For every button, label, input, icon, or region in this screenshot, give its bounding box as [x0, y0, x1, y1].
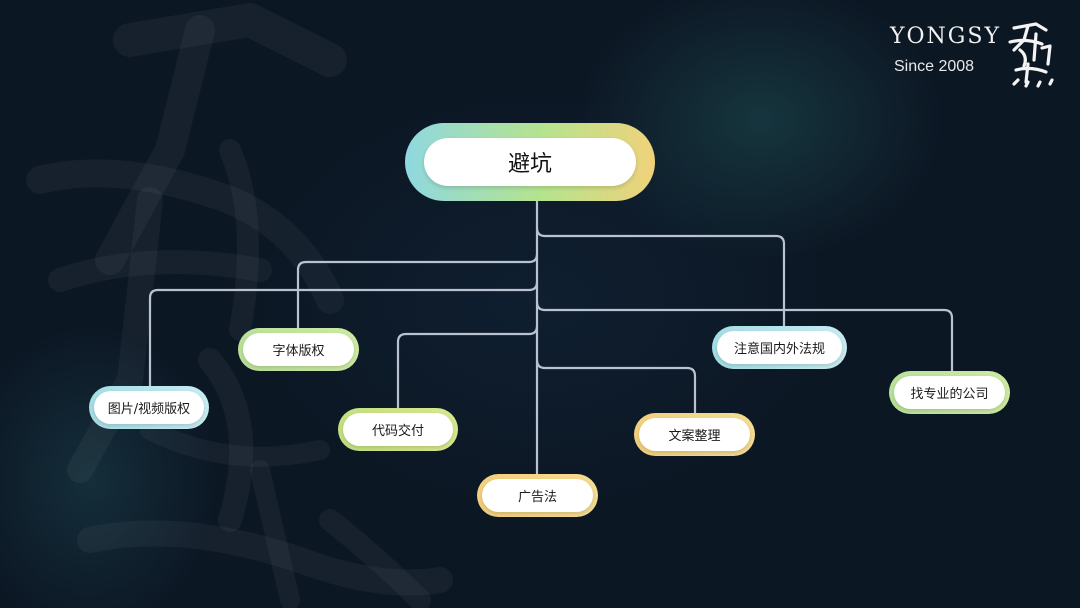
link-regulations	[535, 226, 786, 329]
node-professional-company[interactable]: 找专业的公司	[889, 371, 1010, 414]
link-professional	[535, 300, 954, 374]
node-regulations-label: 注意国内外法规	[717, 331, 842, 364]
brand-since: Since 2008	[894, 58, 975, 75]
node-code-delivery-label: 代码交付	[343, 413, 453, 446]
brand-logo: YONGSY Since 2008	[888, 20, 1068, 90]
node-image-video-copyright[interactable]: 图片/视频版权	[89, 386, 209, 429]
node-copywriting-label: 文案整理	[639, 418, 750, 451]
node-code-delivery[interactable]: 代码交付	[338, 408, 458, 451]
node-professional-company-label: 找专业的公司	[894, 376, 1005, 409]
link-image-video	[148, 280, 539, 390]
node-font-copyright[interactable]: 字体版权	[238, 328, 359, 371]
root-node[interactable]: 避坑	[405, 123, 655, 201]
root-node-label: 避坑	[424, 138, 636, 186]
link-font	[296, 252, 539, 332]
node-copywriting[interactable]: 文案整理	[634, 413, 755, 456]
link-copywriting	[535, 358, 697, 417]
calligraphy-seal-icon	[1008, 22, 1054, 88]
node-advertising-law[interactable]: 广告法	[477, 474, 598, 517]
node-image-video-copyright-label: 图片/视频版权	[94, 391, 204, 424]
link-code	[396, 324, 539, 412]
node-advertising-law-label: 广告法	[482, 479, 593, 512]
node-regulations[interactable]: 注意国内外法规	[712, 326, 847, 369]
brand-name: YONGSY	[890, 24, 1001, 49]
node-font-copyright-label: 字体版权	[243, 333, 354, 366]
